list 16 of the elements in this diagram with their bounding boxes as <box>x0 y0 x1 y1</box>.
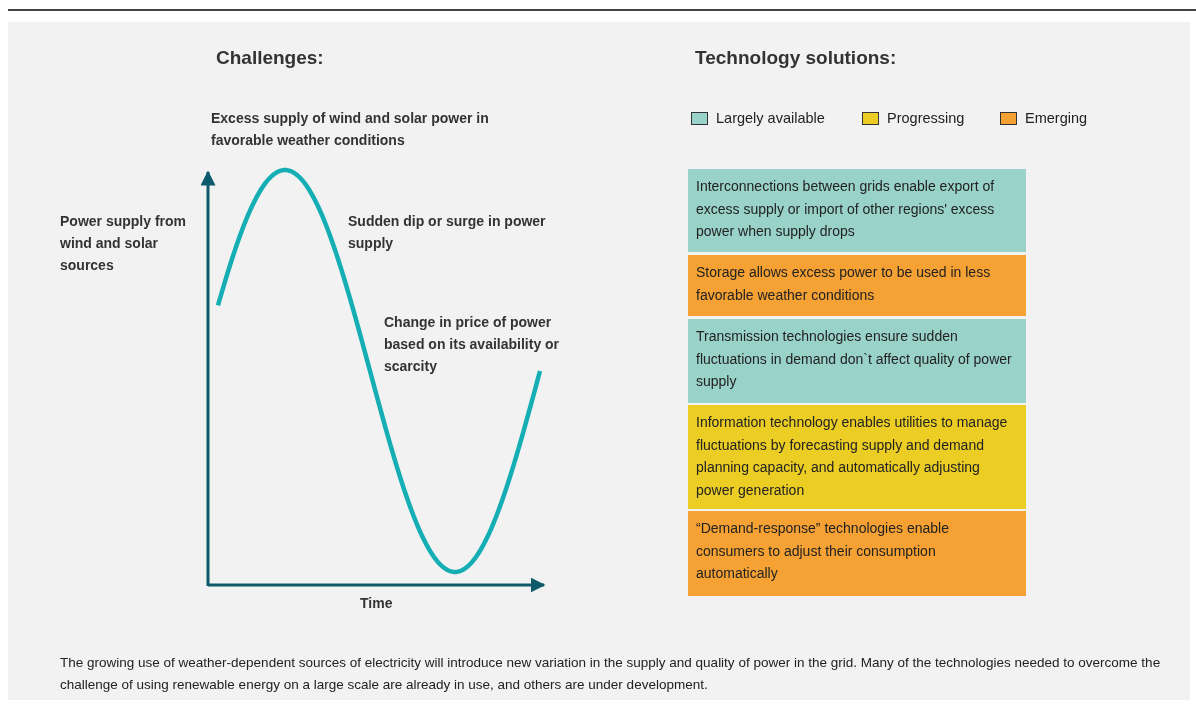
solution-box: “Demand-response” technologies enable consumers to adjust their consumption automatically <box>688 511 1026 596</box>
section-heading: Technology solutions: <box>695 46 898 70</box>
legend-label: Progressing <box>887 109 965 127</box>
solution-box: Information technology enables utilities to manage fluctuations by forecasting supply and demand planning capacity, and automatically adjusting power generation <box>688 405 1026 509</box>
caption: The growing use of weather-dependent sources of electricity will introduce new variation in the supply and quality of power in the grid. Many of the technologies needed to overcome the challenge of using renewable energy on a large scale are already in use, and others are under development. <box>60 654 1162 694</box>
axis-label: Time <box>360 594 394 613</box>
annotation: Change in price of power based on its availability or scarcity <box>384 313 561 376</box>
legend-label: Emerging <box>1025 109 1088 127</box>
solution-box: Storage allows excess power to be used in less favorable weather conditions <box>688 255 1026 316</box>
section-heading: Challenges: <box>216 46 325 70</box>
solution-box: Interconnections between grids enable export of excess supply or import of other regions' excess power when supply drops <box>688 169 1026 252</box>
annotation: Sudden dip or surge in power supply <box>348 212 547 253</box>
solution-box: Transmission technologies ensure sudden fluctuations in demand don`t affect quality of power supply <box>688 319 1026 403</box>
legend-label: Largely available <box>716 109 825 127</box>
annotation: Excess supply of wind and solar power in favorable weather conditions <box>211 109 490 150</box>
axis-label: Power supply from wind and solar sources <box>60 212 188 275</box>
